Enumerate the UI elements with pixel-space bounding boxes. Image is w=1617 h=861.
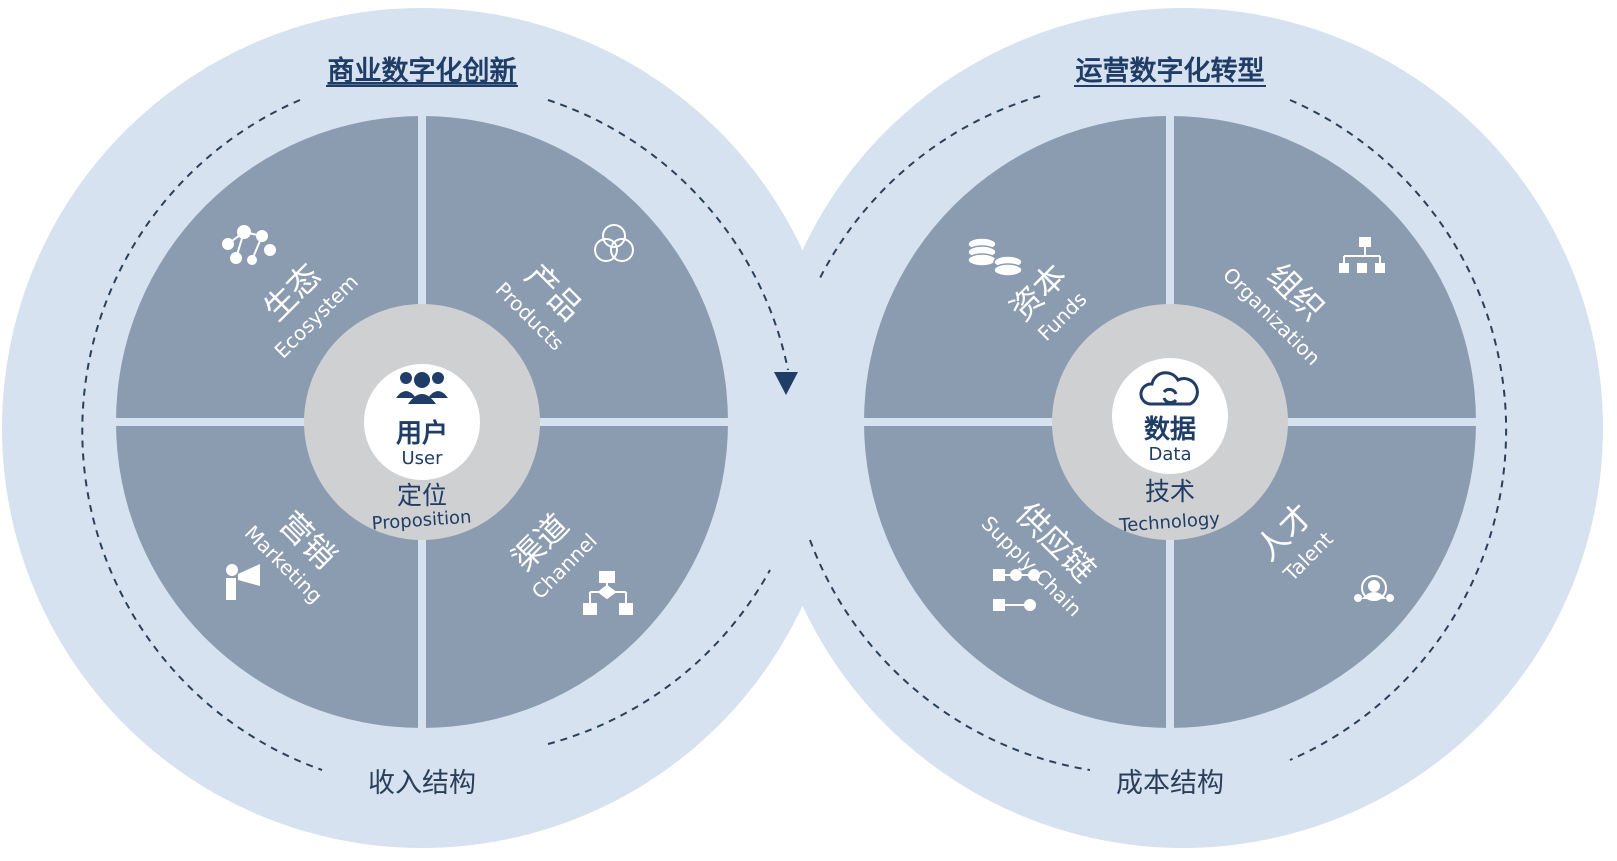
venn-icon	[594, 224, 634, 262]
coins-icon	[967, 237, 1023, 277]
process-icon	[993, 569, 1040, 611]
cloud-sync-icon	[1139, 371, 1199, 406]
right-cycle-arrow	[809, 95, 1508, 771]
right-center-en: Data	[1149, 444, 1192, 465]
users-icon	[396, 372, 448, 404]
left-center-core	[364, 364, 480, 480]
right-ring-zh: 技术	[1145, 477, 1195, 506]
org-chart-icon	[1339, 237, 1385, 273]
right-center-core	[1112, 358, 1228, 474]
left-cycle-arrow	[81, 99, 789, 771]
talent-icon	[1354, 575, 1394, 602]
left-center-zh: 用户	[396, 418, 448, 449]
megaphone-icon	[226, 564, 260, 600]
right-center-zh: 数据	[1144, 415, 1196, 445]
left-title: 商业数字化创新	[328, 55, 517, 87]
left-ring-zh: 定位	[397, 481, 447, 510]
flowchart-icon	[583, 571, 633, 615]
right-title: 运营数字化转型	[1076, 55, 1265, 87]
left-bottom-label: 收入结构	[368, 768, 476, 799]
right-bottom-label: 成本结构	[1116, 768, 1224, 799]
network-icon	[222, 225, 276, 265]
left-cycle-arrowhead	[774, 372, 798, 395]
left-center-en: User	[401, 448, 443, 469]
